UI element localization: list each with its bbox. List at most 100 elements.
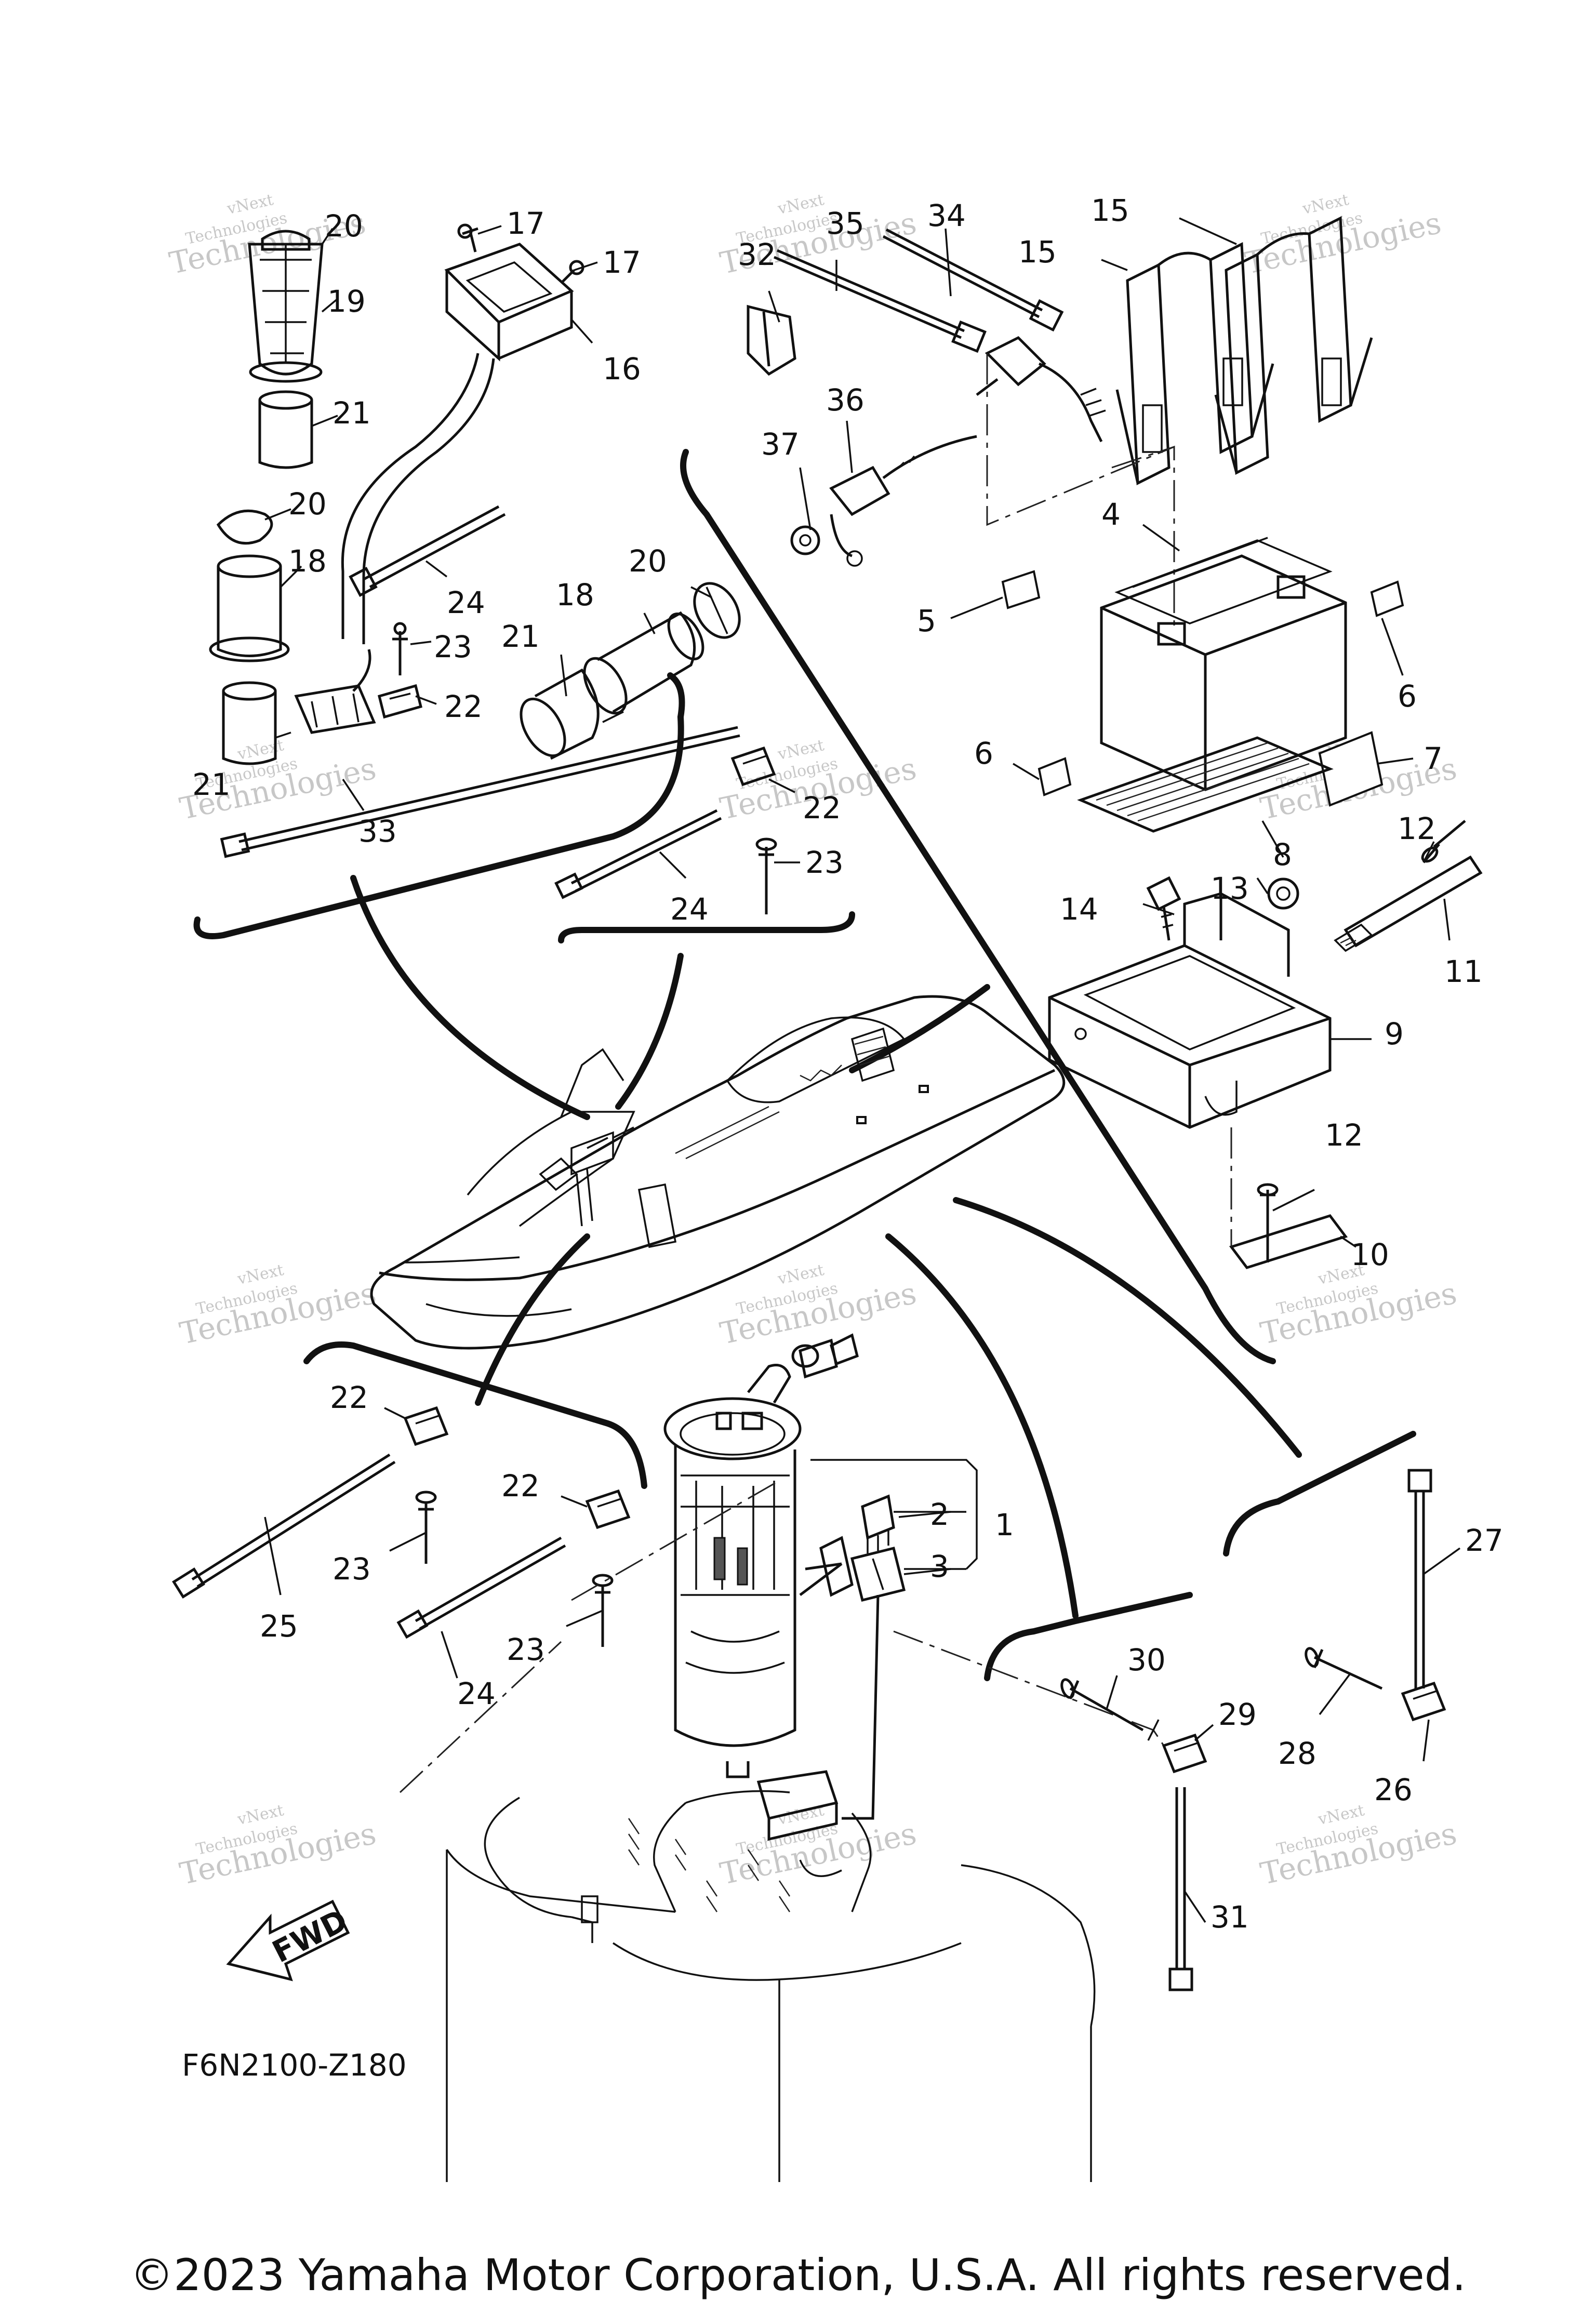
callout-24-top: 24 <box>447 585 485 620</box>
clip-22-bl-a <box>403 1406 449 1446</box>
clamp-20-right <box>693 582 741 639</box>
rivet-23-mid <box>755 837 777 914</box>
watercraft-hull <box>370 995 1066 1350</box>
callout-7: 7 <box>1424 741 1443 776</box>
callout-6-right: 6 <box>1398 679 1417 714</box>
callout-5: 5 <box>917 603 936 639</box>
callout-25: 25 <box>260 1608 298 1644</box>
callout-10: 10 <box>1351 1237 1389 1272</box>
callout-36: 36 <box>826 382 864 418</box>
pin-12-top <box>1421 820 1466 863</box>
callout-22-bl-b: 22 <box>501 1468 540 1504</box>
callout-35: 35 <box>826 206 864 241</box>
callout-34: 34 <box>927 198 966 233</box>
callout-21-top: 21 <box>332 395 371 431</box>
callout-labels: 1 2 3 4 5 6 6 7 8 9 10 11 12 12 13 14 15… <box>192 193 1504 1935</box>
cable-tie-24-mid <box>554 809 722 899</box>
clip-26 <box>1401 1681 1446 1722</box>
callout-4: 4 <box>1101 497 1121 532</box>
callout-17-a: 17 <box>507 206 545 241</box>
pad-5 <box>1001 570 1041 609</box>
pad-6-left <box>1038 757 1072 796</box>
clip-22-top <box>377 684 423 719</box>
callout-23-bl-a: 23 <box>332 1551 371 1587</box>
clamp-20-top <box>261 230 311 251</box>
callout-28: 28 <box>1278 1736 1316 1771</box>
watermark: vNext Technologies Technologies <box>717 191 920 281</box>
callout-1: 1 <box>995 1507 1014 1542</box>
clip-22-mid <box>730 746 776 787</box>
callout-23-bl-b: 23 <box>507 1632 545 1667</box>
callout-26: 26 <box>1374 1772 1413 1807</box>
fitting-18-left <box>209 554 290 662</box>
callout-33: 33 <box>358 814 397 849</box>
rivet-23-top <box>392 622 408 675</box>
sleeve-21-right <box>520 668 600 760</box>
rivet-23-bl-a <box>415 1491 437 1564</box>
pad-7 <box>1318 731 1384 807</box>
pump-float <box>756 1770 839 1841</box>
callout-22-mid: 22 <box>803 790 841 826</box>
battery-box-9 <box>1048 892 1332 1129</box>
plate-10 <box>1229 1127 1348 1269</box>
cable-tie-33 <box>220 726 740 858</box>
callout-16: 16 <box>603 351 641 387</box>
callout-27: 27 <box>1465 1523 1504 1558</box>
bracket-11 <box>1334 855 1483 952</box>
watermarks: vNext Technologies Technologies vNext Te… <box>166 191 1460 1892</box>
callout-2: 2 <box>930 1497 949 1532</box>
strap-dash-lines <box>986 353 1175 629</box>
sleeve-21-top <box>258 390 313 469</box>
meter-unit-16 <box>341 243 574 644</box>
callout-8: 8 <box>1273 837 1292 872</box>
mat-8 <box>1077 736 1334 833</box>
callout-30: 30 <box>1127 1642 1166 1678</box>
callout-23-mid: 23 <box>805 845 844 880</box>
cable-34 <box>882 228 1064 332</box>
drawing-code: F6N2100-Z180 <box>182 2047 407 2083</box>
hose-fitting-19 <box>248 243 324 383</box>
callout-12-bottom: 12 <box>1325 1118 1363 1153</box>
cable-35 <box>774 249 987 353</box>
battery-cable <box>976 336 1106 443</box>
watermark: vNext Technologies Technologies <box>177 1261 379 1351</box>
callout-18-left: 18 <box>288 543 327 579</box>
fuel-pump-1 <box>663 1333 859 1778</box>
callout-24-bl: 24 <box>457 1676 496 1711</box>
screw-17-b <box>560 260 584 284</box>
copyright-notice: ©2023 Yamaha Motor Corporation, U.S.A. A… <box>130 2250 1466 2300</box>
nut-13 <box>1267 877 1299 910</box>
cable-36 <box>829 435 977 516</box>
callout-20-top: 20 <box>325 208 363 244</box>
watermark: vNext Technologies Technologies <box>1257 1801 1460 1892</box>
callout-15-top: 15 <box>1091 193 1129 228</box>
pad-6-right <box>1370 580 1404 617</box>
watermark: vNext Technologies Technologies <box>177 1801 379 1892</box>
clip-29 <box>1162 1733 1207 1774</box>
screw-17-a <box>457 223 478 252</box>
callout-22-top: 22 <box>444 689 483 724</box>
callout-23-top: 23 <box>434 629 472 664</box>
callout-21-right: 21 <box>501 619 540 654</box>
cable-tie-24-top <box>349 505 506 597</box>
callout-14: 14 <box>1060 892 1098 927</box>
callout-20-right: 20 <box>629 543 667 579</box>
rivet-23-bl-b <box>592 1574 614 1647</box>
sleeve-21-lower <box>222 681 277 765</box>
cable-tie-25 <box>172 1453 396 1599</box>
callout-21-lower: 21 <box>192 767 231 802</box>
clamp-20-mid <box>216 509 273 545</box>
callout-9: 9 <box>1385 1016 1404 1052</box>
callout-6-left: 6 <box>974 736 993 771</box>
clip-22-bl-b <box>585 1489 631 1530</box>
connector-2 <box>861 1494 895 1553</box>
callout-32: 32 <box>738 237 776 272</box>
callout-24-mid: 24 <box>670 892 709 927</box>
pin-12-bottom <box>1257 1183 1279 1262</box>
cable-tie-24-bl <box>396 1536 566 1639</box>
callout-11: 11 <box>1444 954 1483 989</box>
sender-3 <box>799 1536 906 1820</box>
callout-29: 29 <box>1218 1697 1257 1732</box>
callout-13: 13 <box>1211 871 1249 906</box>
